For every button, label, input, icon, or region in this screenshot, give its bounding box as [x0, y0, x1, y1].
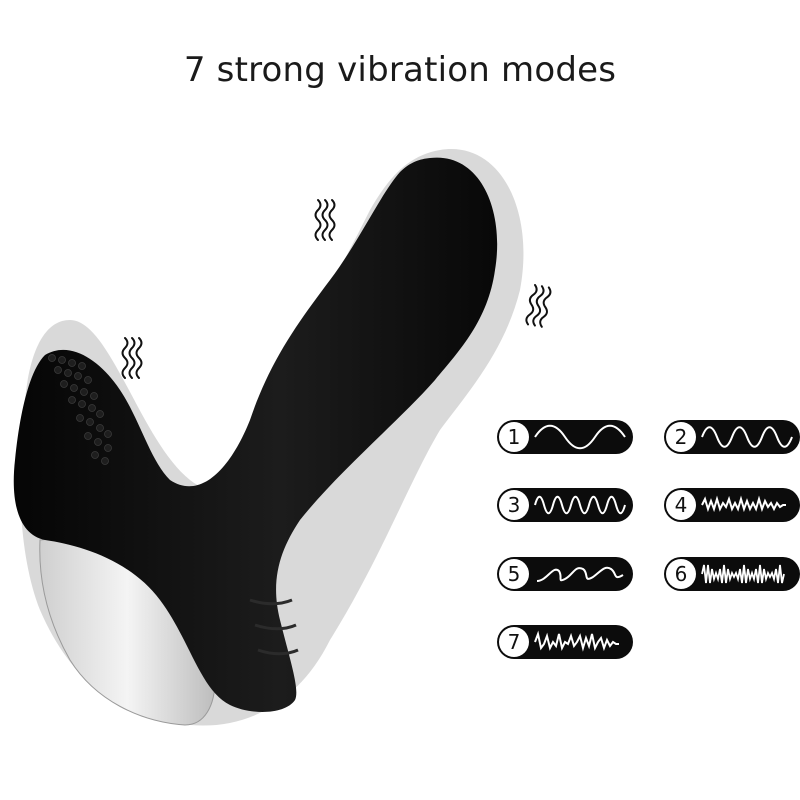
mode-3-pill: 3: [497, 488, 633, 522]
mode-6-pill: 6: [664, 557, 800, 591]
vibration-icon: [121, 337, 143, 379]
mode-7-pill: 7: [497, 625, 633, 659]
headline: 7 strong vibration modes: [183, 50, 617, 90]
dense-wave-icon: [701, 564, 785, 584]
swirl-wave-icon: [536, 566, 624, 582]
product-body: [13, 157, 498, 712]
vibration-icon: [525, 284, 552, 328]
pulse-wave-icon: [701, 495, 786, 513]
irregular-wave-icon: [534, 630, 619, 652]
slow-wave-icon: [534, 424, 626, 450]
vibration-marks: [121, 199, 552, 379]
medium-wave-icon: [701, 426, 793, 448]
mode-number: 6: [674, 562, 688, 586]
mode-number: 5: [507, 562, 521, 586]
mode-5-pill: 5: [497, 557, 633, 591]
mode-4-pill: 4: [664, 488, 800, 522]
mode-number: 4: [674, 493, 688, 517]
vibration-icon: [314, 199, 336, 241]
mode-1-pill: 1: [497, 420, 633, 454]
mode-2-pill: 2: [664, 420, 800, 454]
textured-nubs: [48, 354, 112, 465]
base-ridges: [249, 598, 299, 656]
mode-number: 2: [674, 425, 688, 449]
mode-number: 7: [507, 630, 521, 654]
mode-number: 1: [507, 425, 521, 449]
fast-wave-icon: [534, 495, 626, 515]
mode-number: 3: [507, 493, 521, 517]
